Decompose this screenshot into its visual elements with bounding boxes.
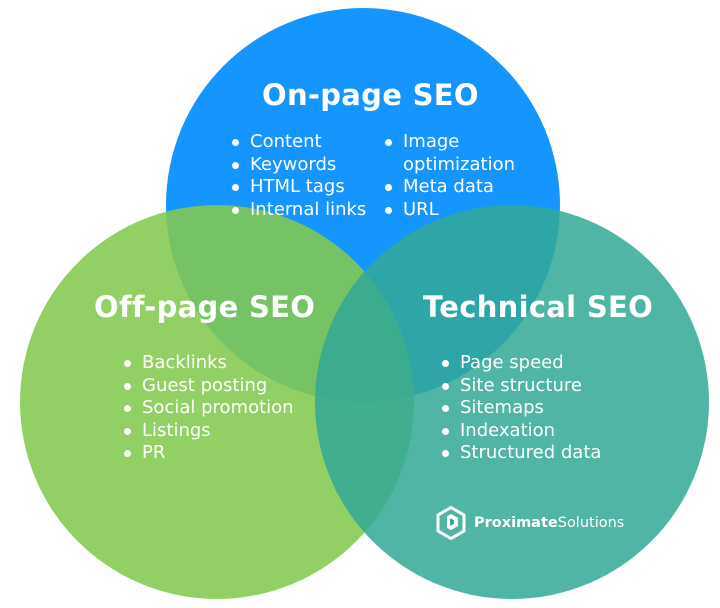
technical-title: Technical SEO xyxy=(423,290,654,324)
onpage-list-left: Content Keywords HTML tags Internal link… xyxy=(230,131,366,221)
list-item: Internal links xyxy=(230,199,366,222)
list-item: Keywords xyxy=(230,154,366,177)
offpage-list: Backlinks Guest posting Social promotion… xyxy=(122,352,294,465)
list-item: Content xyxy=(230,131,366,154)
brand-name: ProximateSolutions xyxy=(474,515,624,531)
list-item: Meta data xyxy=(383,176,515,199)
onpage-title: On-page SEO xyxy=(262,78,479,112)
list-item: Image xyxy=(383,131,515,154)
onpage-list-right: Image optimization Meta data URL xyxy=(383,131,515,221)
brand-name-regular: Solutions xyxy=(557,515,625,531)
list-item: Structured data xyxy=(440,442,601,465)
brand-name-bold: Proximate xyxy=(474,515,558,531)
list-item: Site structure xyxy=(440,375,601,398)
list-item: Guest posting xyxy=(122,375,294,398)
offpage-title: Off-page SEO xyxy=(94,290,316,324)
brand-logo: ProximateSolutions xyxy=(436,506,624,540)
list-item: URL xyxy=(383,199,515,222)
list-item: Listings xyxy=(122,420,294,443)
list-item: Backlinks xyxy=(122,352,294,375)
list-item: HTML tags xyxy=(230,176,366,199)
list-item: Indexation xyxy=(440,420,601,443)
list-item: Page speed xyxy=(440,352,601,375)
list-item: Social promotion xyxy=(122,397,294,420)
technical-list: Page speed Site structure Sitemaps Index… xyxy=(440,352,601,465)
list-item-continuation: optimization xyxy=(403,153,515,175)
list-item: Sitemaps xyxy=(440,397,601,420)
technical-circle xyxy=(315,205,709,599)
list-item: PR xyxy=(122,442,294,465)
hexagon-p-icon xyxy=(436,506,466,540)
